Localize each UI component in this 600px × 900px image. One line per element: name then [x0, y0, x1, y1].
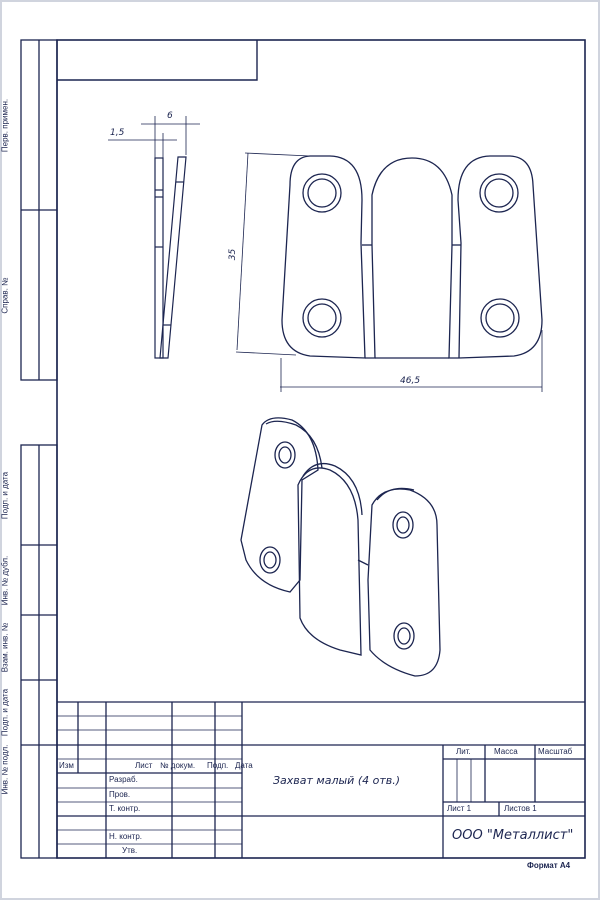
label-utv: Утв. — [122, 846, 138, 855]
sheet-number: Лист 1 — [447, 804, 472, 813]
header-list: Лист — [135, 761, 153, 770]
label-podp-data-2: Подп. и дата — [0, 688, 10, 737]
left-strip — [20, 39, 58, 859]
drawing-frame — [56, 39, 586, 859]
top-left-box — [57, 40, 258, 81]
label-podp-data-1: Подп. и дата — [0, 471, 10, 520]
header-massa: Масса — [494, 747, 518, 756]
header-izm: Изм — [59, 761, 74, 770]
title-block — [57, 701, 585, 858]
dim-thickness-plate: 1,5 — [110, 128, 125, 138]
format-label: Формат А4 — [527, 861, 571, 870]
header-data: Дата — [235, 761, 253, 770]
header-lit: Лит. — [456, 747, 471, 756]
header-no-dokum: № докум. — [160, 761, 196, 770]
part-name: Захват малый (4 отв.) — [273, 774, 401, 787]
side-view — [108, 116, 200, 359]
sheet-count: Листов 1 — [504, 804, 537, 813]
label-inv-podl: Инв. № подл. — [0, 744, 10, 795]
isometric-view — [240, 417, 441, 677]
label-vzam-inv: Взам. инв. № — [0, 622, 10, 673]
dim-width: 46,5 — [400, 376, 421, 386]
dim-height: 35 — [228, 248, 239, 261]
label-perv-primen: Перв. примен. — [0, 98, 10, 153]
label-n-kontr: Н. контр. — [109, 832, 143, 841]
header-masshtab: Масштаб — [538, 747, 573, 756]
header-podp: Подп. — [207, 761, 229, 770]
front-view — [235, 152, 543, 392]
dim-thickness-total: 6 — [167, 111, 173, 121]
label-prov: Пров. — [109, 790, 131, 799]
hole-icon — [302, 173, 520, 338]
label-inv-dubl: Инв. № дубл. — [0, 555, 10, 606]
company-name: ООО "Металлист" — [452, 828, 574, 843]
label-t-kontr: Т. контр. — [109, 804, 141, 813]
label-razrab: Разраб. — [109, 775, 138, 784]
label-sprav-no: Справ. № — [0, 277, 10, 314]
